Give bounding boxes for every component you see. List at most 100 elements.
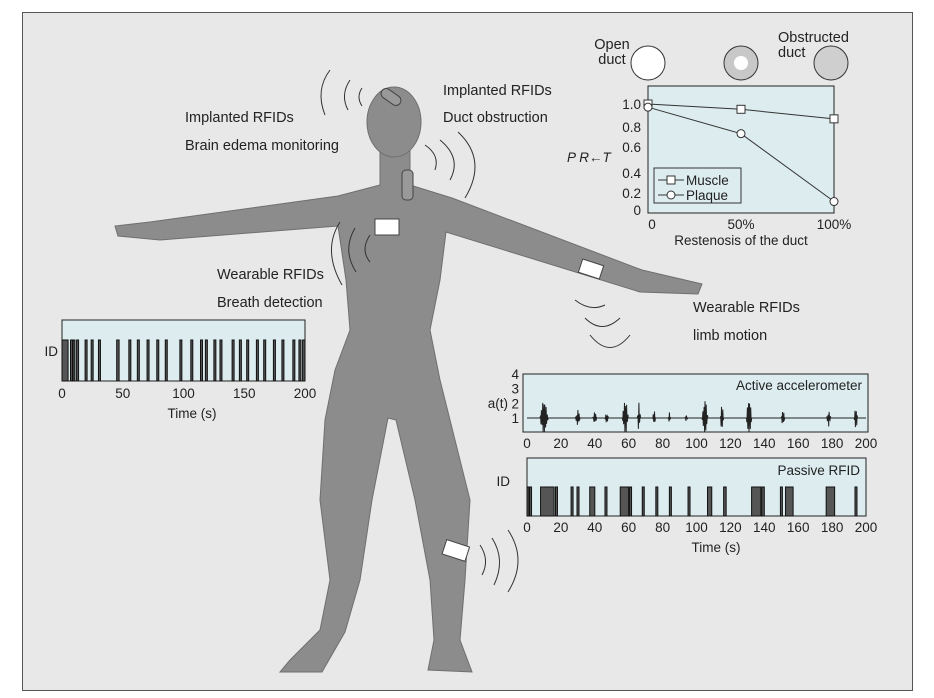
id-read-bar xyxy=(604,486,608,517)
y-axis-label: ID xyxy=(45,344,59,359)
marker-plaque xyxy=(643,102,653,112)
label-arm-subtitle: limb motion xyxy=(693,328,768,344)
x-tick-label: 40 xyxy=(587,436,602,451)
x-tick-label: 80 xyxy=(655,520,670,535)
id-read-bar xyxy=(97,339,101,382)
y-axis-label: a(t) xyxy=(488,396,508,411)
x-tick-label: 120 xyxy=(719,436,742,451)
y-tick-label: 1.0 xyxy=(622,97,641,112)
id-read-bar xyxy=(668,486,672,517)
legend-label: Muscle xyxy=(686,173,729,188)
label-head-left-title: Implanted RFIDs xyxy=(185,110,294,126)
id-read-bar xyxy=(629,486,633,517)
acceleration-signal xyxy=(527,401,866,433)
y-tick-label: 0.2 xyxy=(622,186,641,201)
x-tick-label: 20 xyxy=(553,436,568,451)
label-chest-subtitle: Breath detection xyxy=(217,295,323,311)
partial-duct-lumen-icon xyxy=(734,56,748,70)
x-tick-label: 0 xyxy=(648,217,656,232)
x-tick-label: 100 xyxy=(172,386,195,401)
breath-rfid-chart: 0 50 100 150 200 ID Time (s) xyxy=(45,319,317,421)
x-tick-label: 160 xyxy=(787,520,810,535)
id-read-bar xyxy=(61,339,69,382)
id-read-bar xyxy=(761,486,765,517)
x-tick-label: 60 xyxy=(621,520,636,535)
id-read-bar xyxy=(526,486,530,517)
arm-wearable-tag xyxy=(577,258,605,280)
id-read-bar xyxy=(146,339,150,382)
chart-title: Active accelerometer xyxy=(736,378,863,393)
x-tick-label: 0 xyxy=(523,436,531,451)
y-tick-label: 2 xyxy=(511,396,519,411)
x-tick-label: 50% xyxy=(727,217,754,232)
id-read-bar xyxy=(272,339,276,382)
id-read-bar xyxy=(231,339,235,382)
id-read-bar xyxy=(179,339,183,382)
x-tick-label: 100 xyxy=(685,436,708,451)
id-read-bar xyxy=(246,339,250,382)
id-read-bar xyxy=(529,486,533,517)
id-read-bar xyxy=(213,339,217,382)
x-tick-label: 100% xyxy=(817,217,852,232)
id-read-bar xyxy=(204,339,208,382)
id-read-bar xyxy=(72,339,76,382)
open-duct-icon xyxy=(630,45,666,81)
id-read-bar xyxy=(90,339,94,382)
x-axis-label: Restenosis of the duct xyxy=(674,233,808,248)
marker-muscle xyxy=(829,114,839,124)
x-tick-label: 180 xyxy=(821,520,844,535)
x-tick-label: 100 xyxy=(685,520,708,535)
id-read-bar xyxy=(238,339,242,382)
x-tick-label: 200 xyxy=(294,386,317,401)
x-tick-label: 0 xyxy=(58,386,66,401)
marker-plaque xyxy=(829,197,839,207)
x-tick-label: 150 xyxy=(233,386,256,401)
id-read-bar xyxy=(540,486,555,517)
label-arm-title: Wearable RFIDs xyxy=(693,300,800,316)
y-tick-label: 0 xyxy=(633,203,641,218)
id-read-bar xyxy=(164,339,168,382)
plot-area xyxy=(526,457,867,517)
id-read-bar xyxy=(655,486,659,517)
human-body-silhouette xyxy=(114,149,703,673)
id-read-bar xyxy=(779,486,783,517)
x-tick-label: 120 xyxy=(719,520,742,535)
id-read-bar xyxy=(854,486,858,517)
id-read-bar xyxy=(136,339,140,382)
x-tick-label: 60 xyxy=(621,436,636,451)
id-read-bar xyxy=(570,486,574,517)
id-read-bar xyxy=(84,339,88,382)
id-read-bar xyxy=(723,486,727,517)
id-read-bar xyxy=(70,339,74,382)
x-axis-label: Time (s) xyxy=(168,406,217,421)
label-obstructed-duct: Obstructed duct xyxy=(778,30,849,61)
id-read-bar xyxy=(292,339,296,382)
x-tick-label: 50 xyxy=(115,386,130,401)
chest-wearable-tag xyxy=(374,218,400,236)
id-read-bar xyxy=(219,339,223,382)
y-tick-label: 1 xyxy=(511,411,519,426)
neck-implant-cylinder xyxy=(401,169,414,201)
id-read-bar xyxy=(281,339,285,382)
y-tick-label: 0.8 xyxy=(622,120,641,135)
label-open-duct: Open duct xyxy=(594,37,630,68)
marker-plaque xyxy=(736,129,746,139)
marker-muscle xyxy=(736,104,746,114)
y-tick-label: 4 xyxy=(511,367,519,382)
x-tick-label: 40 xyxy=(587,520,602,535)
id-read-bar xyxy=(641,486,645,517)
x-tick-label: 140 xyxy=(753,520,776,535)
legend-marker xyxy=(666,190,676,200)
signal-waves xyxy=(320,69,631,593)
id-read-bar xyxy=(156,339,160,382)
label-head-right-subtitle: Duct obstruction xyxy=(443,110,548,126)
knee-wearable-tag xyxy=(441,539,471,562)
id-read-bar xyxy=(784,486,794,517)
id-read-bar xyxy=(200,339,204,382)
id-read-bar xyxy=(263,339,267,382)
label-chest-title: Wearable RFIDs xyxy=(217,267,324,283)
